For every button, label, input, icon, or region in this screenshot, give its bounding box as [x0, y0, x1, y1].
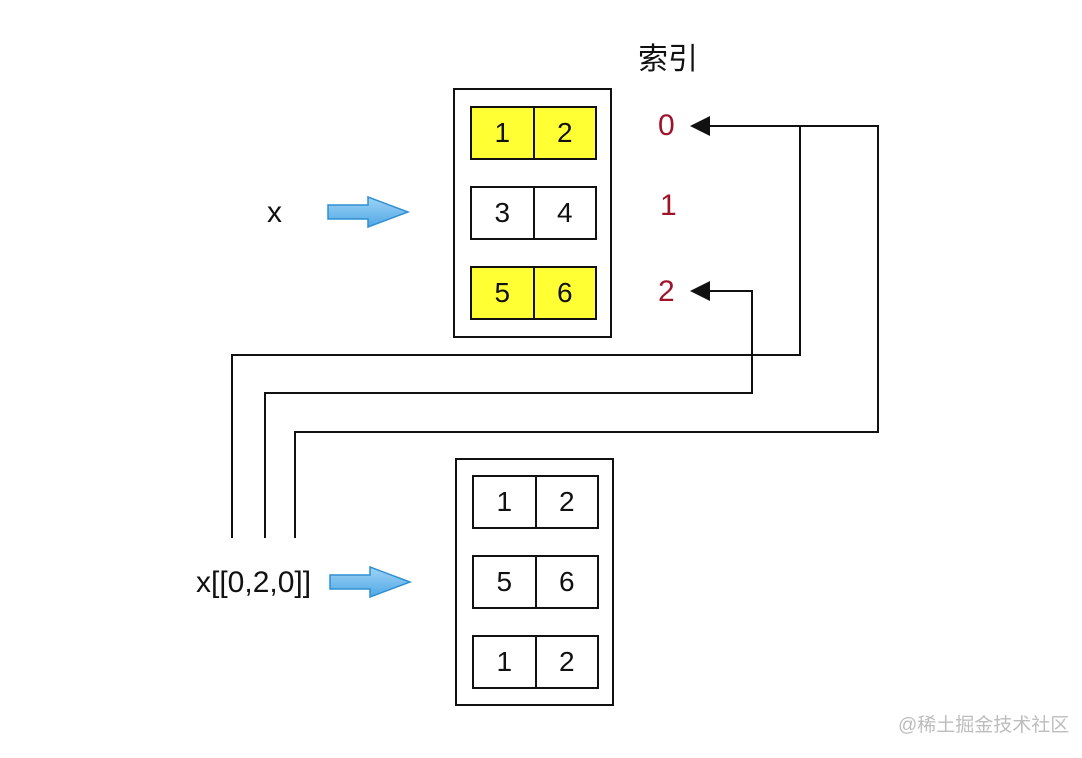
- result-cell: 2: [558, 486, 575, 517]
- index-label-0: 0: [658, 109, 675, 142]
- source-array-box: 1 2 3 4 5 6: [453, 88, 612, 338]
- source-row-1: 3 4: [470, 186, 597, 240]
- source-cell: 3: [472, 188, 535, 238]
- result-row-2: 1 2: [472, 635, 599, 689]
- connector-line-first: [231, 116, 801, 538]
- source-row-0: 1 2: [470, 106, 597, 160]
- source-cell: 4: [556, 197, 573, 228]
- source-array-label: x: [267, 196, 282, 229]
- result-pointer-arrow-icon: [329, 565, 413, 599]
- watermark: @稀土掘金技术社区: [898, 715, 1070, 736]
- index-label-1: 1: [660, 189, 677, 222]
- result-expression-label: x[[0,2,0]]: [196, 566, 312, 599]
- source-cell: 2: [534, 108, 595, 158]
- source-cell: 6: [534, 268, 595, 318]
- result-cell: 5: [474, 557, 537, 607]
- result-row-1: 5 6: [472, 555, 599, 609]
- result-cell: 6: [558, 566, 575, 597]
- result-row-0: 1 2: [472, 475, 599, 529]
- index-title: 索引: [638, 43, 698, 76]
- source-cell: 5: [472, 268, 535, 318]
- source-cell: 1: [472, 108, 535, 158]
- result-cell: 1: [474, 637, 537, 687]
- result-cell: 2: [558, 646, 575, 677]
- index-label-2: 2: [658, 275, 675, 308]
- connector-line-second: [264, 281, 753, 538]
- source-row-2: 5 6: [470, 266, 597, 320]
- connector-line-third: [294, 125, 879, 538]
- result-cell: 1: [474, 477, 537, 527]
- result-array-box: 1 2 5 6 1 2: [455, 458, 614, 706]
- x-pointer-arrow-icon: [327, 195, 411, 229]
